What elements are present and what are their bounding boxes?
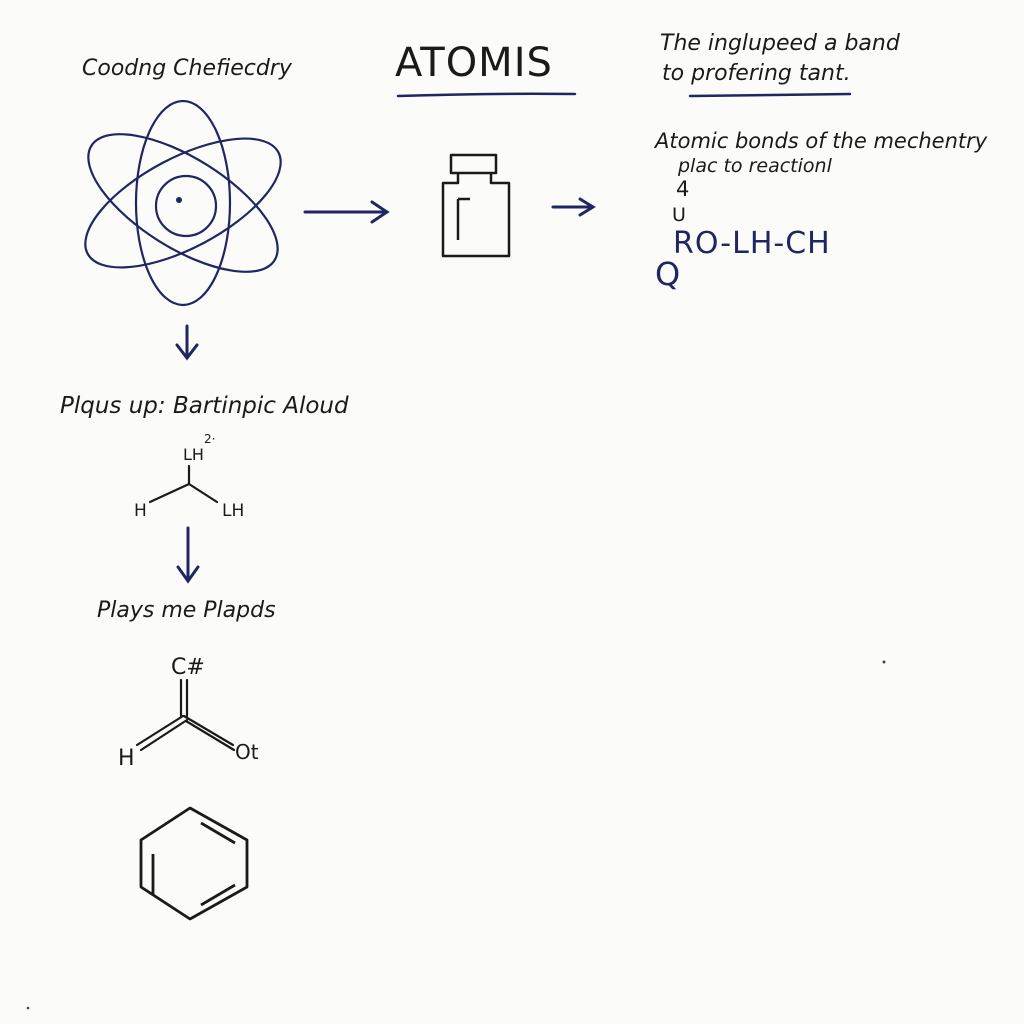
bonds-formula: RO-LH-CH: [673, 226, 831, 261]
atom-orbit-1: [84, 137, 282, 269]
step-2-label: Plays me Plapds: [97, 598, 276, 623]
note-underline: [688, 92, 852, 98]
note-line-2: to profering tant.: [662, 61, 851, 86]
title-underline: [396, 92, 577, 98]
molecule-2-bonds: [135, 678, 236, 752]
molecule-2-top-atom: C#: [171, 655, 205, 680]
molecule-1-top-atom: LH: [183, 445, 204, 464]
molecule-2-left-atom: H: [118, 746, 135, 771]
bonds-caption-line-1: Atomic bonds of the mechentry: [655, 129, 988, 153]
arrow-right-icon: [551, 197, 596, 217]
arrow-down-icon: [176, 526, 200, 584]
atom-orbit-3: [134, 99, 232, 307]
molecule-1-left-atom: H: [134, 501, 147, 521]
bonds-caption-line-2: plac to reactionl: [678, 155, 832, 177]
arrow-down-icon: [175, 324, 199, 361]
bonds-label-4: 4: [676, 177, 690, 201]
bonds-label-q: Q: [655, 255, 681, 293]
molecule-1-charge: 2·: [204, 432, 216, 446]
atom-orbit-2: [87, 133, 279, 273]
speck: [882, 660, 886, 664]
main-title: ATOMIS: [395, 40, 553, 86]
molecule-1-bonds: [148, 464, 219, 504]
note-line-1: The inglupeed a band: [660, 31, 900, 56]
speck: [26, 1006, 30, 1010]
atom-icon: [84, 99, 282, 307]
molecule-1-right-atom: LH: [222, 501, 245, 521]
step-1-label: Plqus up: Bartinpic Aloud: [60, 393, 349, 419]
arrow-right-icon: [303, 200, 390, 224]
atom-nucleus-ring: [154, 174, 218, 238]
left-title: Coodng Chefiecdry: [82, 56, 292, 81]
bonds-label-u: U: [672, 204, 686, 226]
atom-nucleus-dot: [176, 197, 182, 203]
molecule-2-right-atom: Ot: [235, 740, 259, 764]
bottle-icon: [441, 153, 511, 258]
benzene-ring: [139, 806, 249, 921]
